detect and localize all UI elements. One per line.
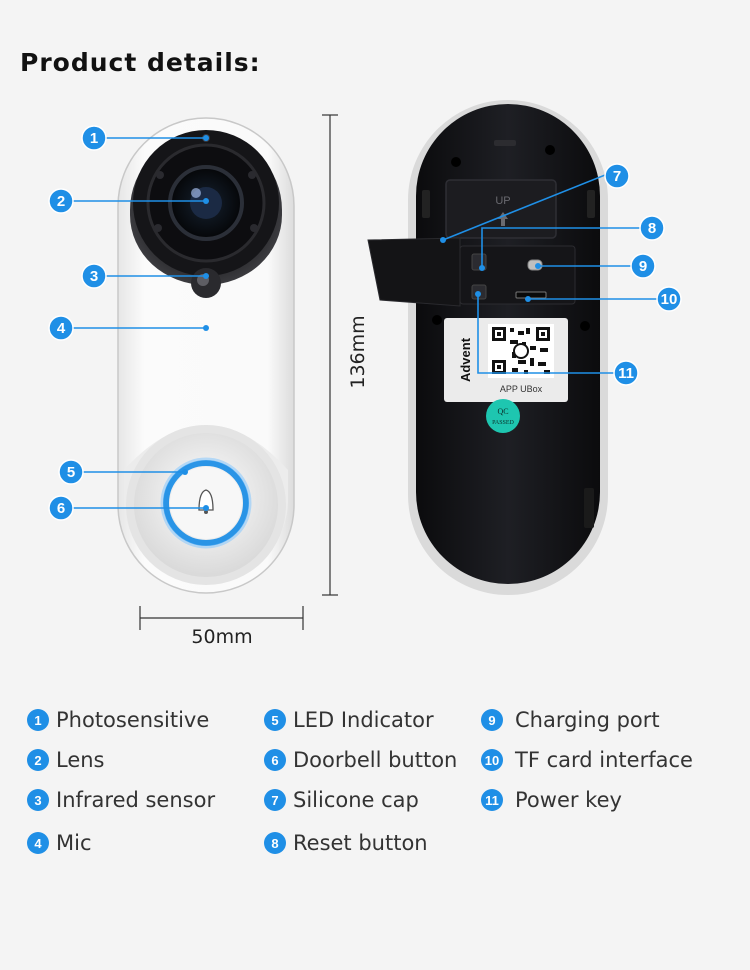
doorbell-back-view: UP Advent APP UBox QC — [367, 100, 608, 595]
legend-label: Silicone cap — [293, 788, 419, 812]
legend-label: Power key — [515, 788, 622, 812]
callout-badge-1: 1 — [81, 125, 107, 151]
app-label: APP UBox — [500, 384, 543, 394]
height-label: 136mm — [347, 315, 369, 388]
legend-item-lens: 2 Lens — [27, 749, 105, 771]
legend-label: Charging port — [515, 708, 660, 732]
tf-slot — [515, 291, 547, 299]
legend-label: Mic — [56, 831, 92, 855]
legend-label: Infrared sensor — [56, 788, 216, 812]
width-label: 50mm — [191, 626, 252, 648]
legend-item-photosensitive: 1 Photosensitive — [27, 709, 209, 731]
callout-badge-9: 9 — [630, 253, 656, 279]
svg-text:11: 11 — [618, 365, 634, 382]
callout-badge-4: 4 — [48, 315, 74, 341]
legend-item-charging-port: 9 Charging port — [481, 709, 660, 731]
callout-badge-3: 3 — [81, 263, 107, 289]
legend-item-led-indicator: 5 LED Indicator — [264, 709, 434, 731]
legend-item-power-key: 11 Power key — [481, 789, 622, 811]
legend-badge: 8 — [264, 832, 286, 854]
legend-item-reset-button: 8 Reset button — [264, 832, 428, 854]
bell-icon — [198, 489, 214, 514]
legend-badge: 4 — [27, 832, 49, 854]
callout-badge-11: 11 — [613, 360, 639, 386]
svg-text:8: 8 — [648, 220, 656, 237]
callout-badge-6: 6 — [48, 495, 74, 521]
legend-label: Reset button — [293, 831, 428, 855]
doorbell-front-view — [117, 117, 295, 594]
legend-label: Photosensitive — [56, 708, 210, 732]
legend-badge: 10 — [481, 749, 503, 771]
legend-item-mic: 4 Mic — [27, 832, 92, 854]
legend-item-silicone-cap: 7 Silicone cap — [264, 789, 419, 811]
callout-badges: 1 2 3 4 5 6 7 8 9 10 11 — [48, 125, 682, 521]
svg-text:3: 3 — [90, 268, 98, 285]
callout-lines — [73, 137, 657, 509]
legend-label: TF card interface — [515, 748, 693, 772]
qc-sticker — [486, 399, 520, 433]
qc-label-top: QC — [497, 407, 508, 416]
legend-badge: 5 — [264, 709, 286, 731]
callout-dots — [182, 135, 541, 511]
legend-label: Doorbell button — [293, 748, 458, 772]
legend-badge: 11 — [481, 789, 503, 811]
legend-badge: 1 — [27, 709, 49, 731]
qc-label-bottom: PASSED — [492, 420, 514, 426]
callout-badge-8: 8 — [639, 215, 665, 241]
callout-badge-5: 5 — [58, 459, 84, 485]
legend-badge: 6 — [264, 749, 286, 771]
callout-badge-2: 2 — [48, 188, 74, 214]
svg-text:4: 4 — [57, 320, 66, 337]
svg-text:1: 1 — [90, 130, 98, 147]
height-dimension: 136mm — [322, 114, 369, 596]
up-label: UP — [495, 195, 510, 207]
svg-text:9: 9 — [639, 258, 647, 275]
led-ring — [163, 460, 249, 546]
brand-label: Advent — [458, 337, 473, 382]
svg-text:6: 6 — [57, 500, 65, 517]
svg-text:10: 10 — [661, 291, 678, 308]
legend-badge: 7 — [264, 789, 286, 811]
product-figure: 136mm 50mm UP Advent — [48, 100, 682, 648]
callout-badge-10: 10 — [656, 286, 682, 312]
callout-badge-7: 7 — [604, 163, 630, 189]
legend-label: LED Indicator — [293, 708, 434, 732]
legend-label: Lens — [56, 748, 105, 772]
svg-text:7: 7 — [613, 168, 621, 185]
legend-badge: 2 — [27, 749, 49, 771]
width-dimension: 50mm — [139, 606, 304, 648]
silicone-cap — [367, 237, 461, 307]
svg-text:2: 2 — [57, 193, 65, 210]
svg-text:5: 5 — [67, 464, 75, 481]
page-title: Product details: — [20, 48, 261, 77]
legend-item-doorbell-button: 6 Doorbell button — [264, 749, 457, 771]
qr-code — [488, 324, 554, 378]
legend-item-tf-card-interface: 10 TF card interface — [481, 749, 693, 771]
legend-item-infrared-sensor: 3 Infrared sensor — [27, 789, 215, 811]
legend-badge: 3 — [27, 789, 49, 811]
legend-badge: 9 — [481, 709, 503, 731]
